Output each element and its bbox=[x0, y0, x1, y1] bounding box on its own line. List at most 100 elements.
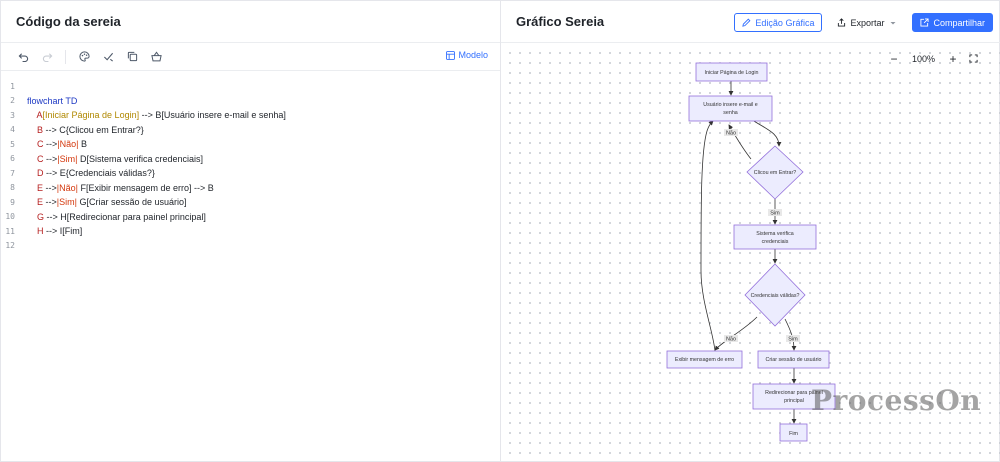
code-token: |Não| bbox=[57, 139, 79, 150]
copy-icon[interactable] bbox=[124, 49, 140, 65]
preview-pane-header: Gráfico Sereia Edição Gráfica Exportar C… bbox=[501, 1, 1000, 43]
editor-toolbar: Modelo bbox=[1, 43, 500, 71]
node-e[interactable] bbox=[744, 263, 806, 327]
code-line[interactable]: 12 bbox=[1, 239, 500, 254]
node-c[interactable] bbox=[746, 145, 804, 200]
code-line[interactable]: 1 bbox=[1, 79, 500, 94]
edge-label-e-no: Não bbox=[726, 337, 736, 343]
export-icon bbox=[838, 18, 846, 27]
code-line[interactable]: 3 A[Iniciar Página de Login] --> B[Usuár… bbox=[1, 108, 500, 123]
template-icon bbox=[446, 50, 456, 60]
zoom-level: 100% bbox=[911, 54, 935, 64]
code-token: |Sim| bbox=[56, 197, 77, 208]
node-g[interactable] bbox=[757, 350, 830, 369]
template-label: Modelo bbox=[458, 50, 488, 60]
preview-pane-title: Gráfico Sereia bbox=[516, 14, 605, 29]
code-text: E -->|Não| F[Exibir mensagem de erro] --… bbox=[15, 183, 214, 193]
node-b-label-line2: senha bbox=[723, 110, 737, 116]
edge-label-bg bbox=[724, 335, 738, 342]
node-d-label-line2: credenciais bbox=[762, 239, 789, 245]
code-text: D --> E{Credenciais válidas?} bbox=[15, 168, 155, 178]
code-token: C bbox=[27, 153, 44, 164]
node-d[interactable] bbox=[733, 224, 817, 250]
line-number: 3 bbox=[10, 110, 15, 120]
code-line[interactable]: 11 H --> I[Fim] bbox=[1, 224, 500, 239]
undo-icon[interactable] bbox=[15, 49, 31, 65]
code-token: --> bbox=[43, 197, 57, 208]
code-pane: Código da sereia Mode bbox=[1, 1, 501, 462]
code-text: B --> C{Clicou em Entrar?} bbox=[15, 125, 144, 135]
preview-pane: Gráfico Sereia Edição Gráfica Exportar C… bbox=[501, 1, 1000, 462]
line-number: 5 bbox=[10, 139, 15, 149]
node-f[interactable] bbox=[666, 350, 743, 369]
code-token: --> bbox=[43, 139, 58, 150]
code-text: C -->|Não| B bbox=[15, 139, 87, 149]
code-token: --> bbox=[43, 182, 57, 193]
code-token: --> B[Usuário insere e-mail e senha] bbox=[139, 110, 286, 121]
code-token: B bbox=[78, 139, 87, 150]
palette-icon[interactable] bbox=[76, 49, 92, 65]
code-text: E -->|Sim| G[Criar sessão de usuário] bbox=[15, 197, 187, 207]
fullscreen-icon[interactable] bbox=[969, 53, 978, 65]
code-line[interactable]: 5 C -->|Não| B bbox=[1, 137, 500, 152]
share-label: Compartilhar bbox=[933, 17, 985, 28]
export-dropdown[interactable]: Exportar bbox=[830, 13, 905, 32]
node-h[interactable] bbox=[752, 383, 836, 410]
line-number: 2 bbox=[10, 96, 15, 106]
code-token: E bbox=[27, 182, 44, 193]
code-line[interactable]: 6 C -->|Sim| D[Sistema verifica credenci… bbox=[1, 152, 500, 167]
clear-basket-icon[interactable] bbox=[148, 49, 164, 65]
template-button[interactable]: Modelo bbox=[446, 50, 488, 60]
format-check-icon[interactable] bbox=[100, 49, 116, 65]
node-i-label: Fim bbox=[789, 431, 798, 437]
code-text: C -->|Sim| D[Sistema verifica credenciai… bbox=[15, 154, 203, 164]
graphic-edit-button[interactable]: Edição Gráfica bbox=[734, 13, 823, 32]
node-h-label-line2: principal bbox=[784, 398, 804, 404]
node-h-label-line1: Redirecionar para painel bbox=[765, 390, 823, 396]
edge-f-b bbox=[700, 120, 716, 352]
flowchart-nodes bbox=[666, 62, 836, 442]
line-number: 12 bbox=[5, 241, 15, 251]
redo-icon[interactable] bbox=[39, 49, 55, 65]
zoom-controls: − 100% + bbox=[882, 52, 984, 66]
node-c-label: Clicou em Entrar? bbox=[754, 170, 796, 176]
code-token: E bbox=[27, 197, 44, 208]
line-number: 9 bbox=[10, 197, 15, 207]
code-token: --> bbox=[43, 153, 58, 164]
node-a[interactable] bbox=[695, 62, 768, 82]
code-token: B bbox=[27, 124, 44, 135]
share-button[interactable]: Compartilhar bbox=[912, 13, 993, 32]
node-b[interactable] bbox=[688, 95, 773, 122]
code-token: G bbox=[27, 211, 45, 222]
node-e-label: Credenciais válidas? bbox=[751, 293, 800, 299]
code-text: A[Iniciar Página de Login] --> B[Usuário… bbox=[15, 110, 286, 120]
code-line[interactable]: 7 D --> E{Credenciais válidas?} bbox=[1, 166, 500, 181]
line-number: 4 bbox=[10, 125, 15, 135]
zoom-out-button[interactable]: − bbox=[890, 52, 898, 66]
code-line[interactable]: 9 E -->|Sim| G[Criar sessão de usuário] bbox=[1, 195, 500, 210]
processon-watermark: ProcessOn bbox=[811, 384, 982, 417]
zoom-in-button[interactable]: + bbox=[949, 52, 957, 66]
code-line[interactable]: 4 B --> C{Clicou em Entrar?} bbox=[1, 123, 500, 138]
flowchart-node-labels: Iniciar Página de Login Usuário insere e… bbox=[675, 70, 823, 437]
node-g-label: Criar sessão de usuário bbox=[766, 357, 822, 363]
node-i[interactable] bbox=[779, 423, 808, 442]
node-b-label-line1: Usuário insere e-mail e bbox=[703, 102, 758, 108]
flowchart-diagram: Não Sim Não Sim bbox=[666, 62, 836, 442]
node-a-label: Iniciar Página de Login bbox=[705, 70, 759, 76]
edge-label-e-yes: Sim bbox=[788, 337, 798, 343]
line-number: 10 bbox=[5, 212, 15, 222]
line-number: 7 bbox=[10, 168, 15, 178]
code-line[interactable]: 10 G --> H[Redirecionar para painel prin… bbox=[1, 210, 500, 225]
edit-icon bbox=[742, 18, 751, 27]
code-token: [Iniciar Página de Login] bbox=[42, 110, 140, 121]
edge-b-c bbox=[753, 120, 782, 147]
code-line[interactable]: 8 E -->|Não| F[Exibir mensagem de erro] … bbox=[1, 181, 500, 196]
code-token: |Sim| bbox=[57, 153, 78, 164]
line-number: 8 bbox=[10, 183, 15, 193]
code-token: H bbox=[27, 226, 44, 237]
diagram-canvas[interactable]: − 100% + bbox=[501, 44, 1000, 462]
code-pane-header: Código da sereia bbox=[1, 1, 500, 43]
